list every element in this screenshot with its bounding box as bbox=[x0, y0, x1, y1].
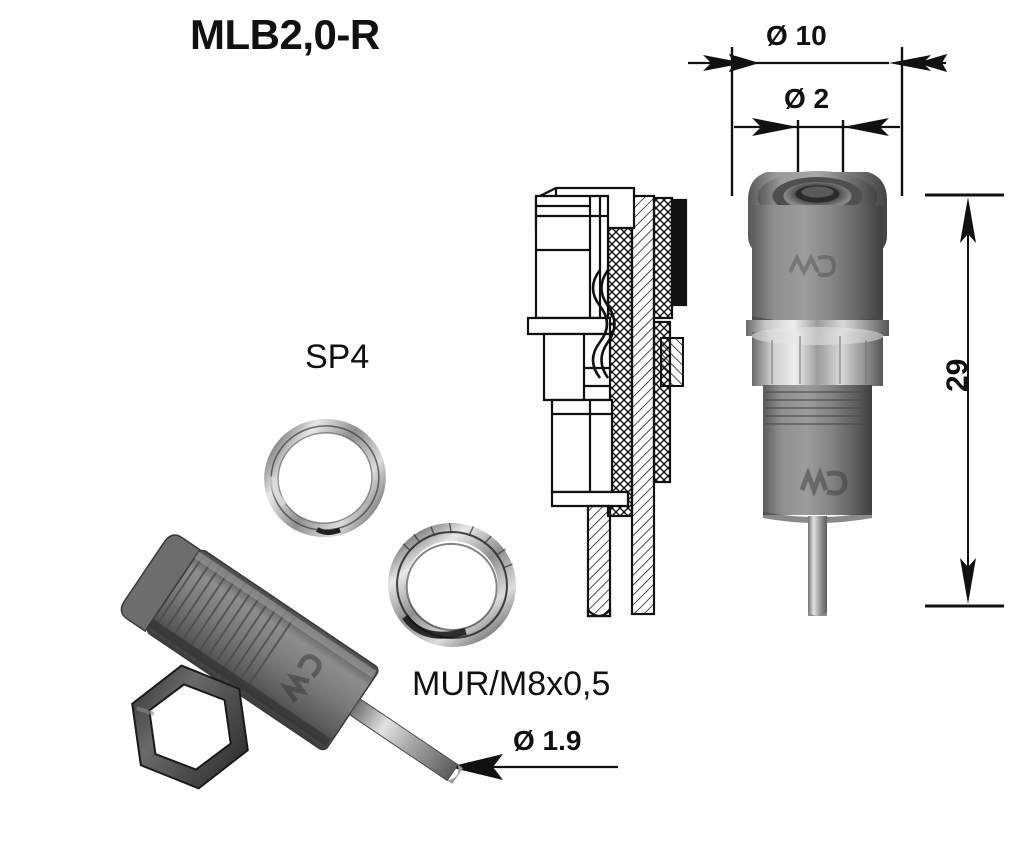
part-sp4-spring-washer bbox=[264, 418, 386, 538]
dimension-length-29 bbox=[925, 193, 1004, 608]
leader-pin-diameter bbox=[449, 754, 618, 780]
cross-section-view bbox=[526, 186, 688, 618]
label-overall-length: 29 bbox=[941, 358, 974, 392]
dimension-diameter-10 bbox=[688, 47, 948, 196]
label-body-diameter: Ø 10 bbox=[766, 20, 827, 51]
page-title: MLB2,0-R bbox=[190, 11, 380, 58]
part-plug-body bbox=[120, 534, 463, 784]
assembled-jack-photo bbox=[746, 171, 889, 616]
part-hex-nut bbox=[131, 664, 249, 790]
label-sp4-spring-washer: SP4 bbox=[305, 338, 370, 376]
label-pin-diameter: Ø 1.9 bbox=[513, 725, 582, 756]
label-socket-bore-diameter: Ø 2 bbox=[784, 83, 830, 114]
label-mur-knurled-nut: MUR/M8x0,5 bbox=[412, 665, 611, 703]
part-mur-knurled-nut bbox=[388, 522, 516, 648]
